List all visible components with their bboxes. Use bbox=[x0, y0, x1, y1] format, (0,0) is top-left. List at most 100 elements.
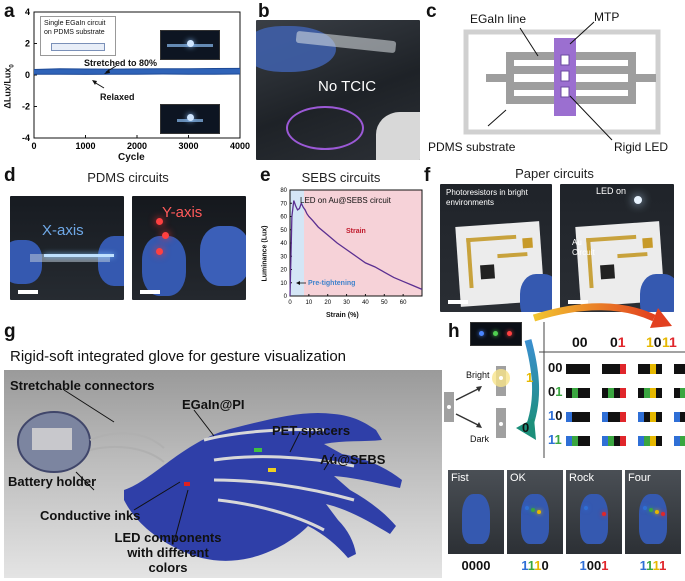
gesture-hand bbox=[639, 494, 667, 544]
code-segment bbox=[650, 412, 656, 422]
code-segment bbox=[638, 412, 644, 422]
led-on-glow bbox=[634, 196, 642, 204]
glove-render bbox=[17, 389, 402, 561]
color-code-matrix bbox=[566, 356, 685, 456]
glove-f1 bbox=[520, 274, 552, 312]
panel-label-a: a bbox=[4, 1, 15, 22]
code-segment bbox=[638, 388, 644, 398]
led-green bbox=[254, 448, 262, 452]
gesture-led bbox=[602, 512, 606, 516]
code-segment bbox=[566, 412, 572, 422]
code-segment bbox=[638, 364, 644, 374]
glove-d-y bbox=[142, 236, 186, 296]
inset-photo-relaxed bbox=[160, 104, 220, 134]
pretight-region bbox=[290, 190, 304, 296]
title-g: Rigid-soft integrated glove for gesture … bbox=[10, 348, 347, 365]
label-battery: Battery holder bbox=[8, 474, 97, 489]
panel-label-e: e bbox=[260, 165, 271, 186]
gesture-led bbox=[531, 508, 535, 512]
led-red-2 bbox=[162, 232, 169, 239]
code-segment bbox=[680, 364, 685, 374]
code-segment bbox=[578, 364, 584, 374]
code-segment bbox=[608, 436, 614, 446]
battery bbox=[32, 428, 72, 450]
code-segment bbox=[620, 364, 626, 374]
panel-label-g: g bbox=[4, 321, 16, 342]
glove-d-left bbox=[10, 240, 42, 284]
code-segment bbox=[656, 412, 662, 422]
title-f: Paper circuits bbox=[515, 166, 594, 181]
photo-d-x: X-axis bbox=[10, 196, 124, 300]
coding-diagram bbox=[444, 303, 685, 458]
code-cell bbox=[638, 364, 662, 374]
chart-e-strain-label: Strain bbox=[346, 228, 366, 235]
chart-a-xtick-label: 2000 bbox=[127, 141, 147, 151]
code-segment bbox=[602, 412, 608, 422]
gesture-led bbox=[525, 506, 529, 510]
code-segment bbox=[566, 436, 572, 446]
label-photoresistor: Photoresistors in bright environments bbox=[446, 188, 528, 207]
code-cell bbox=[674, 436, 685, 446]
code-cell bbox=[674, 364, 685, 374]
strain-region bbox=[290, 190, 422, 296]
panel-label-f: f bbox=[424, 165, 431, 186]
code-segment bbox=[572, 388, 578, 398]
code-segment bbox=[572, 412, 578, 422]
highlight-ellipse bbox=[286, 106, 364, 150]
code-segment bbox=[602, 388, 608, 398]
code-segment bbox=[620, 412, 626, 422]
chart-e-ytick-label: 50 bbox=[280, 228, 287, 234]
label-pdms-substrate: PDMS substrate bbox=[428, 140, 516, 154]
code-segment bbox=[620, 388, 626, 398]
label-one: 1 bbox=[526, 370, 534, 385]
code-segment bbox=[578, 436, 584, 446]
label-au-sebs: Au@SEBS bbox=[320, 452, 386, 467]
label-led-on: LED on bbox=[596, 186, 627, 196]
chart-e-ytick-label: 0 bbox=[284, 294, 288, 300]
chart-e-xtick-label: 40 bbox=[362, 300, 369, 306]
code-cell bbox=[566, 388, 590, 398]
row-header-01: 01 bbox=[548, 384, 563, 399]
chart-e-ylabel: Luminance (Lux) bbox=[261, 225, 269, 282]
code-cell bbox=[566, 412, 590, 422]
col-header-01: 01 bbox=[610, 334, 626, 350]
label-y-axis: Y-axis bbox=[162, 204, 203, 221]
scalebar-f2 bbox=[568, 300, 588, 304]
gesture-led bbox=[537, 510, 541, 514]
chart-a-ylabel: ΔLux/Lux bbox=[2, 67, 13, 109]
gesture-hand bbox=[521, 494, 549, 544]
chart-e-ytick-label: 40 bbox=[280, 241, 287, 247]
gesture-name: Fist bbox=[451, 472, 469, 484]
gesture-photo-ok: OK bbox=[507, 470, 563, 554]
chart-a-legend: Single EGaIn circuit on PDMS substrate bbox=[44, 20, 106, 36]
rigid-leds bbox=[560, 54, 570, 98]
led-red-1 bbox=[156, 218, 163, 225]
series-cycle-band bbox=[34, 68, 240, 75]
glove-f2 bbox=[640, 274, 674, 312]
chart-e-xtick-label: 0 bbox=[288, 300, 292, 306]
led-line-d bbox=[44, 254, 114, 257]
code-segment bbox=[674, 364, 680, 374]
label-zero: 0 bbox=[522, 420, 530, 435]
title-e: SEBS circuits bbox=[301, 170, 381, 185]
chart-e-legend: LED on Au@SEBS circuit bbox=[300, 196, 391, 205]
code-segment bbox=[584, 364, 590, 374]
label-rigid-led: Rigid LED bbox=[614, 140, 669, 154]
led-red-3 bbox=[156, 248, 163, 255]
chart-e-xtick-label: 20 bbox=[324, 300, 331, 306]
code-segment bbox=[674, 388, 680, 398]
gesture-photo-four: Four bbox=[625, 470, 681, 554]
chart-e-xtick-label: 10 bbox=[306, 300, 313, 306]
code-segment bbox=[584, 388, 590, 398]
chart-e-xtick-label: 60 bbox=[400, 300, 407, 306]
col-header-10: 10 bbox=[646, 334, 662, 350]
panel-label-c: c bbox=[426, 1, 437, 22]
code-cell bbox=[602, 388, 626, 398]
gesture-code: 0000 bbox=[461, 558, 491, 573]
label-au-circuit: Au Circuit bbox=[572, 238, 595, 257]
chart-e-ytick-label: 60 bbox=[280, 215, 287, 221]
finger-strip-1 bbox=[203, 427, 325, 442]
code-segment bbox=[674, 436, 680, 446]
gesture-code: 1111 bbox=[639, 558, 667, 573]
